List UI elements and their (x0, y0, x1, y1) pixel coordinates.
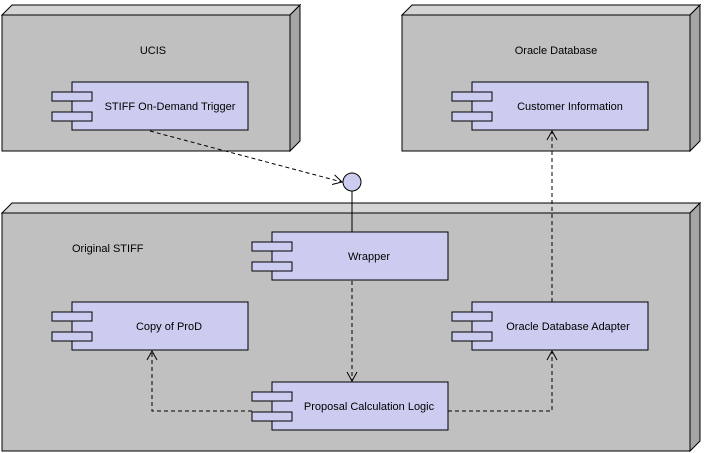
component-tab (451, 331, 493, 342)
component-tab (51, 111, 93, 122)
node-side-face (689, 3, 701, 153)
node-top-face (0, 4, 302, 16)
component-tab (251, 241, 293, 252)
node-label-ucis: UCIS (140, 45, 166, 57)
node-label-oracle-database: Oracle Database (515, 45, 598, 57)
component-body (471, 81, 649, 131)
component-label-wrapper: Wrapper (348, 251, 390, 263)
component-tab (251, 261, 293, 272)
component-label-stiff-trigger: STIFF On-Demand Trigger (105, 101, 236, 113)
component-stiff-on-demand-trigger[interactable]: STIFF On-Demand Trigger (51, 81, 249, 131)
component-tab (51, 311, 93, 322)
node-side-face (289, 3, 301, 153)
component-body (271, 381, 449, 431)
component-tab (251, 391, 293, 402)
component-body (471, 301, 649, 351)
node-top-face (0, 202, 702, 214)
wrapper-interface-circle[interactable] (342, 172, 362, 192)
component-body (71, 81, 249, 131)
component-label-customer-information: Customer Information (517, 101, 623, 113)
component-tab (251, 411, 293, 422)
component-body (71, 301, 249, 351)
component-tab (51, 91, 93, 102)
component-copy-of-prod[interactable]: Copy of ProD (51, 301, 249, 351)
node-label-original-stiff: Original STIFF (72, 243, 144, 255)
component-tab (451, 111, 493, 122)
component-wrapper[interactable]: Wrapper (251, 231, 449, 281)
dependency-proposal-to-copy-of-prod (146, 349, 252, 412)
component-label-copy-of-prod: Copy of ProD (136, 321, 202, 333)
component-label-proposal-calculation-logic: Proposal Calculation Logic (304, 401, 435, 413)
dependency-trigger-to-interface (149, 130, 343, 186)
component-tab (51, 331, 93, 342)
component-customer-information[interactable]: Customer Information (451, 81, 649, 131)
node-top-face (400, 4, 702, 16)
component-label-oracle-database-adapter: Oracle Database Adapter (506, 321, 630, 333)
component-proposal-calculation-logic[interactable]: Proposal Calculation Logic (251, 381, 449, 431)
component-body (271, 231, 449, 281)
component-tab (451, 311, 493, 322)
node-side-face (689, 201, 701, 453)
component-oracle-database-adapter[interactable]: Oracle Database Adapter (451, 301, 649, 351)
component-tab (451, 91, 493, 102)
dependency-proposal-to-oracle-adapter (448, 349, 558, 412)
